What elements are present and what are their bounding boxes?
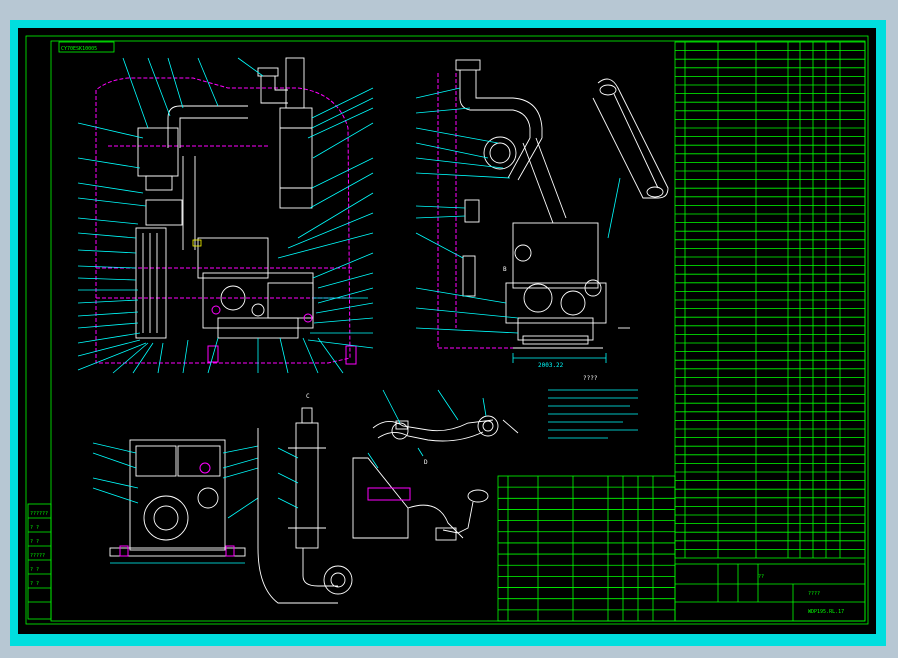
- svg-text:D: D: [424, 459, 428, 466]
- exhaust-detail-view[interactable]: C: [257, 393, 489, 604]
- front-view[interactable]: [77, 57, 374, 374]
- parts-list-bottom[interactable]: [497, 475, 676, 622]
- svg-text:? ?: ? ?: [30, 525, 39, 531]
- drawing-sheet[interactable]: CY70ESK10005 ?????? ? ? ? ? ????? ? ? ? …: [18, 28, 876, 634]
- side-view[interactable]: 2003.22 B: [415, 59, 669, 369]
- left-strip-table: ?????? ? ? ? ? ????? ? ? ? ?: [27, 503, 52, 620]
- drawing-number: WDP195.RL.17: [808, 609, 844, 615]
- title-block-mid: ??: [758, 574, 764, 580]
- inner-frame: [25, 35, 869, 625]
- svg-text:? ?: ? ?: [30, 581, 39, 587]
- technical-notes: ????: [548, 375, 638, 439]
- svg-text:?????: ?????: [30, 553, 45, 559]
- code-tag: CY70ESK10005: [61, 46, 97, 52]
- svg-text:B: B: [503, 266, 507, 273]
- svg-text:C: C: [306, 393, 310, 400]
- code-tag-box: [58, 41, 115, 53]
- svg-text:2003.22: 2003.22: [538, 362, 564, 369]
- svg-text:??????: ??????: [30, 511, 48, 517]
- title-block-label: ????: [808, 591, 820, 597]
- drawing-canvas[interactable]: CY70ESK10005 ?????? ? ? ? ? ????? ? ? ? …: [18, 28, 876, 634]
- svg-text:? ?: ? ?: [30, 567, 39, 573]
- piping-detail-view[interactable]: D: [372, 389, 519, 466]
- parts-list-right[interactable]: [674, 41, 866, 559]
- svg-text:????: ????: [583, 375, 598, 382]
- parts-list-bottom-frame: [497, 475, 676, 622]
- title-block[interactable]: ?? ???? WDP195.RL.17: [674, 563, 866, 622]
- svg-text:? ?: ? ?: [30, 539, 39, 545]
- rear-view[interactable]: [92, 439, 259, 564]
